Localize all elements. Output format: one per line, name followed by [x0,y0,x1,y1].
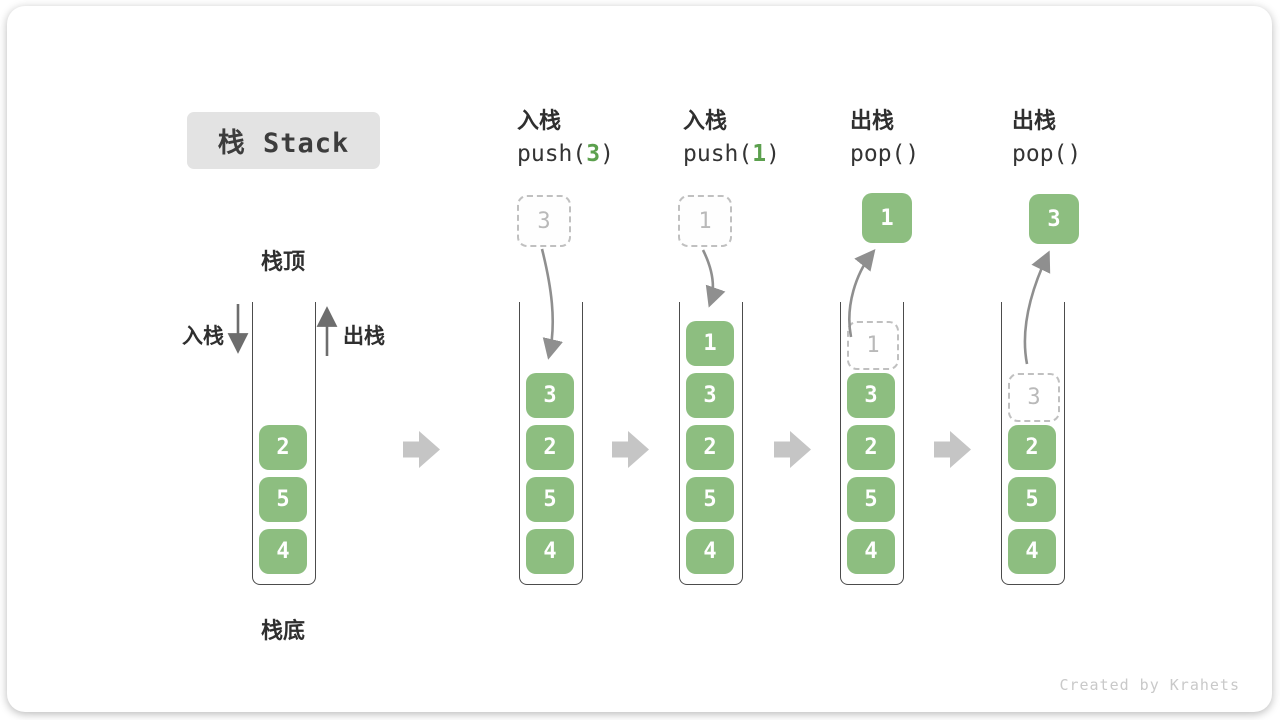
header-pop-1-label: 出栈 [850,108,895,133]
header-pop-3-code: pop() [1012,141,1082,167]
push-direction-label: 入栈 [182,325,224,348]
stack-container-push-1 [679,302,743,585]
stack-container-push-3 [519,302,583,585]
stack-item: 4 [526,529,574,574]
stack-item-ghost: 1 [847,321,899,370]
stack-item: 2 [526,425,574,470]
floating-item-pop-1: 1 [862,193,912,243]
header-push-3-code: push(3) [517,141,614,167]
push-arg: 1 [752,141,767,167]
header-push-3: 入栈 push(3) [517,106,667,172]
stack-item: 5 [1008,477,1056,522]
stack-item: 5 [847,477,895,522]
stack-item: 2 [847,425,895,470]
header-push-1-code: push(1) [683,141,780,167]
stack-item: 4 [686,529,734,574]
title-box: 栈 Stack [187,112,380,169]
stack-item: 2 [1008,425,1056,470]
header-pop-3-label: 出栈 [1012,108,1057,133]
header-push-1-label: 入栈 [683,108,728,133]
page-title: 栈 Stack [217,128,350,159]
stack-item: 1 [686,321,734,366]
stack-item: 3 [847,373,895,418]
floating-item-push-1: 1 [678,195,732,247]
stack-item: 4 [1008,529,1056,574]
header-pop-1: 出栈 pop() [850,106,1000,172]
watermark: Created by Krahets [1059,676,1240,694]
header-pop-1-code: pop() [850,141,920,167]
push-arg: 3 [586,141,601,167]
stack-top-label: 栈顶 [260,249,305,274]
stack-item: 4 [259,529,307,574]
stack-item: 3 [686,373,734,418]
header-pop-3: 出栈 pop() [1012,106,1162,172]
header-push-1: 入栈 push(1) [683,106,833,172]
floating-item-push-3: 3 [517,195,571,247]
stack-bottom-label: 栈底 [260,618,305,643]
stack-item-ghost: 3 [1008,373,1060,422]
stack-item: 5 [526,477,574,522]
stack-item: 2 [259,425,307,470]
stack-item: 5 [259,477,307,522]
stack-item: 4 [847,529,895,574]
pop-direction-label: 出栈 [343,325,385,348]
stack-item: 3 [526,373,574,418]
stack-container-initial [252,302,316,585]
stack-container-pop-1 [840,302,904,585]
stack-item: 5 [686,477,734,522]
floating-item-pop-3: 3 [1029,194,1079,244]
stack-container-pop-3 [1001,302,1065,585]
header-push-3-label: 入栈 [517,108,562,133]
stack-item: 2 [686,425,734,470]
